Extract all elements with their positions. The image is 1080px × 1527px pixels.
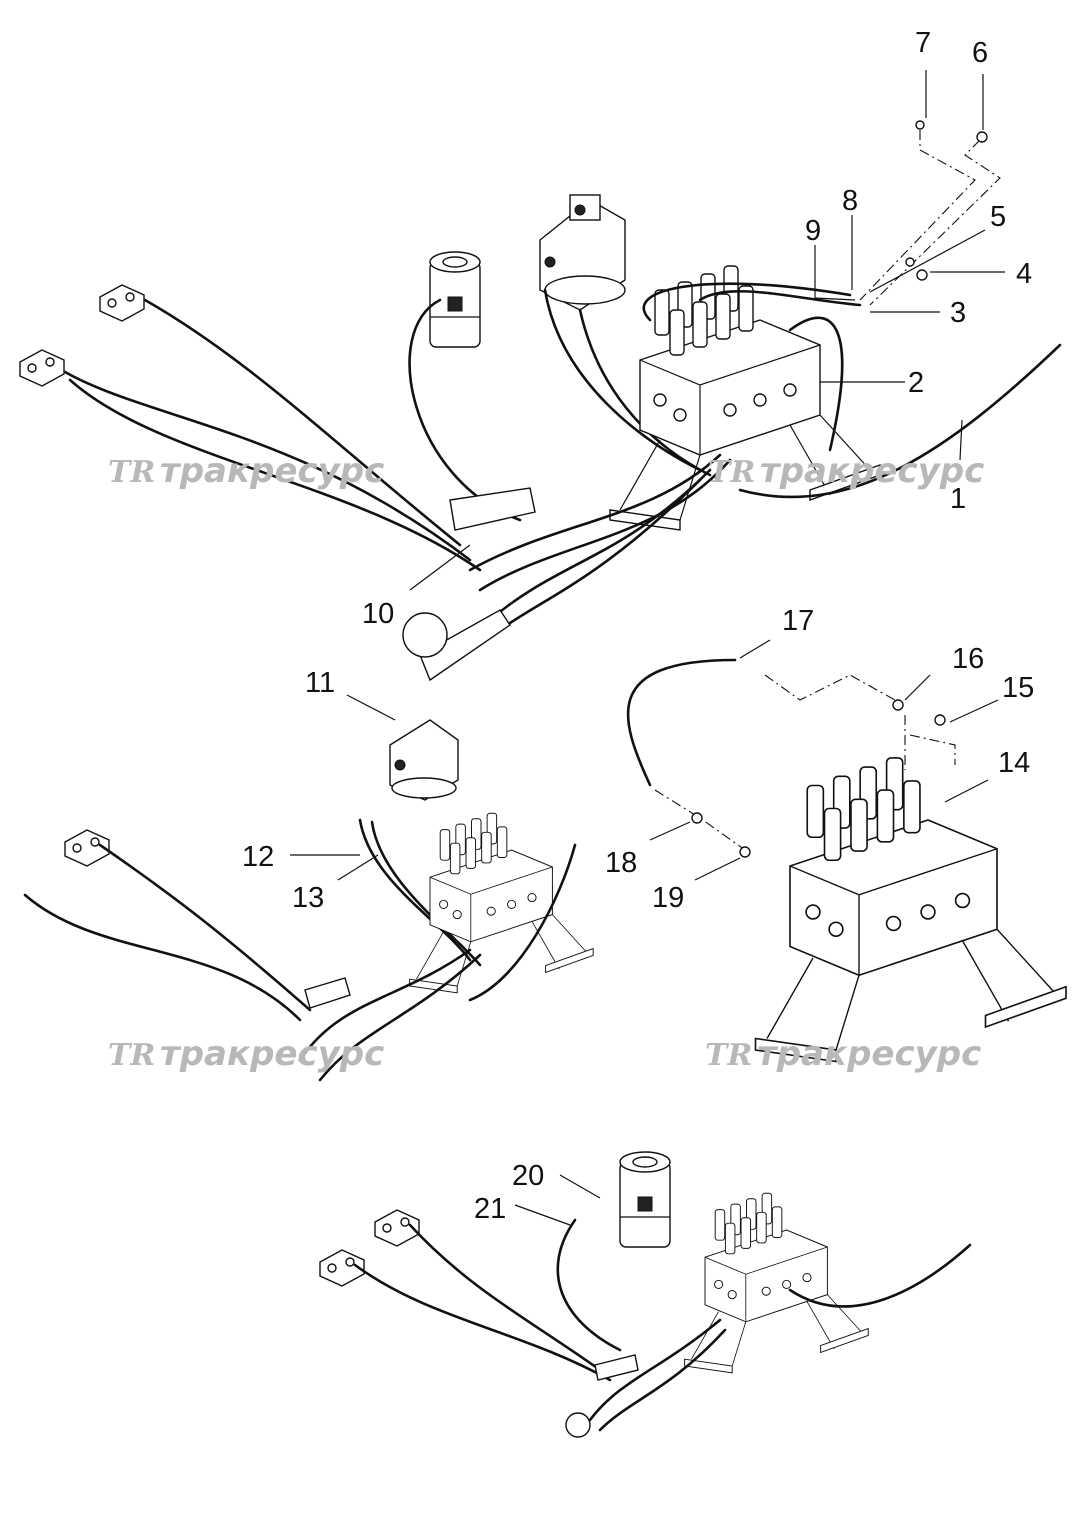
callout-3: 3 (950, 297, 966, 329)
watermark-logo: TR (705, 1038, 752, 1073)
watermark-logo: TR (108, 455, 155, 490)
callout-21: 21 (474, 1193, 506, 1225)
callout-18: 18 (605, 847, 637, 879)
watermark-logo: TR (708, 455, 755, 490)
callout-4: 4 (1016, 258, 1032, 290)
callout-12: 12 (242, 841, 274, 873)
assembly-variant-c (319, 1151, 972, 1438)
watermark-4: TR тракресурс (705, 1034, 981, 1074)
assembly-variant-b (23, 719, 594, 1082)
watermark-2: TR тракресурс (708, 451, 984, 491)
watermark-text: тракресурс (160, 1034, 384, 1074)
callout-17: 17 (782, 605, 814, 637)
callout-15: 15 (1002, 672, 1034, 704)
callout-11: 11 (305, 667, 335, 699)
callout-20: 20 (512, 1160, 544, 1192)
swing-motor (539, 194, 626, 311)
leader-lines (290, 70, 1005, 1226)
callout-13: 13 (292, 882, 324, 914)
callout-6: 6 (972, 37, 988, 69)
callout-10: 10 (362, 598, 394, 630)
callout-5: 5 (990, 201, 1006, 233)
watermark-text: тракресурс (160, 451, 384, 491)
callout-9: 9 (805, 215, 821, 247)
callout-19: 19 (652, 882, 684, 914)
watermark-3: TR тракресурс (108, 1034, 384, 1074)
callout-14: 14 (998, 747, 1030, 779)
watermark-text: тракресурс (757, 1034, 981, 1074)
callout-7: 7 (915, 27, 931, 59)
watermark-1: TR тракресурс (108, 451, 384, 491)
assembly-main (19, 120, 1062, 682)
callout-2: 2 (908, 367, 924, 399)
assembly-valve-detail (626, 658, 1067, 1063)
callout-8: 8 (842, 185, 858, 217)
watermark-logo: TR (108, 1038, 155, 1073)
callout-1: 1 (950, 483, 966, 515)
callout-16: 16 (952, 643, 984, 675)
swing-motor-small (389, 719, 459, 801)
watermark-text: тракресурс (760, 451, 984, 491)
callout-labels: 7 6 8 9 5 4 3 2 1 10 17 16 15 11 14 12 1… (242, 27, 1034, 1225)
